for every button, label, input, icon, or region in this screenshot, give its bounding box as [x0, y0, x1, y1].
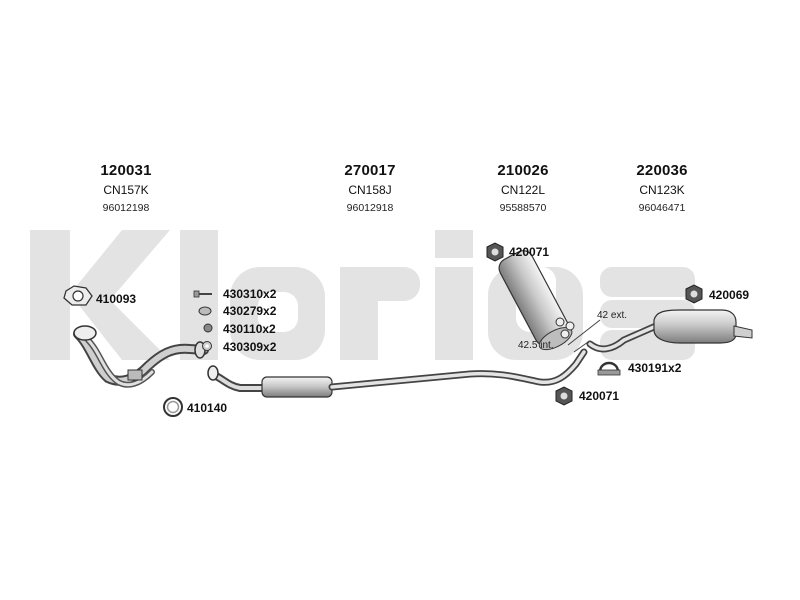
oem-number: 96012198 — [102, 202, 150, 214]
nut-icon — [203, 323, 213, 333]
oem-number: 96046471 — [638, 202, 686, 214]
rubber-mount-icon — [555, 386, 573, 406]
rubber-mount-icon — [486, 242, 504, 262]
part-number: 120031 — [100, 162, 152, 179]
fitting-label-420069: 420069 — [709, 288, 750, 302]
fitting-label-430310: 430310x2 — [223, 287, 277, 301]
part-column-4: 220036 CN123K 96046471 — [592, 162, 732, 215]
rubber-mount-icon — [685, 284, 703, 304]
part-code: CN122L — [500, 183, 546, 197]
oem-number: 96012918 — [346, 202, 394, 214]
part-number: 210026 — [497, 162, 549, 179]
oem-number: 95588570 — [499, 202, 547, 214]
gasket-icon — [63, 285, 93, 306]
part-column-1: 120031 CN157K 96012198 — [56, 162, 196, 215]
clamp-icon — [597, 361, 621, 376]
dimension-int-label: 42.5 int. — [518, 340, 554, 351]
fitting-label-420071-bottom: 420071 — [579, 389, 620, 403]
centre-silencer-270017 — [207, 348, 588, 398]
fitting-label-430191: 430191x2 — [628, 361, 682, 375]
fitting-label-420071-top: 420071 — [509, 245, 550, 259]
spring-icon — [198, 306, 212, 316]
middle-silencer-210026 — [498, 250, 575, 351]
fitting-label-430309: 430309x2 — [223, 340, 277, 354]
dimension-line-ext — [567, 319, 601, 346]
front-pipe-120031 — [73, 325, 209, 388]
part-column-3: 210026 CN122L 95588570 — [453, 162, 593, 215]
part-number: 270017 — [344, 162, 396, 179]
fitting-label-410093: 410093 — [96, 292, 137, 306]
part-code: CN158J — [348, 183, 392, 197]
fitting-label-430279: 430279x2 — [223, 304, 277, 318]
ring-gasket-icon — [163, 397, 183, 417]
part-column-2: 270017 CN158J 96012918 — [300, 162, 440, 215]
fitting-label-410140: 410140 — [187, 401, 228, 415]
rear-silencer-220036 — [586, 309, 753, 353]
part-code: CN123K — [639, 183, 685, 197]
part-code: CN157K — [103, 183, 149, 197]
dimension-line-int — [573, 341, 589, 353]
dimension-ext-label: 42 ext. — [597, 310, 628, 321]
fitting-label-430110: 430110x2 — [223, 322, 276, 336]
bolt-icon — [193, 290, 212, 298]
part-number: 220036 — [636, 162, 688, 179]
washer-icon — [202, 341, 212, 351]
